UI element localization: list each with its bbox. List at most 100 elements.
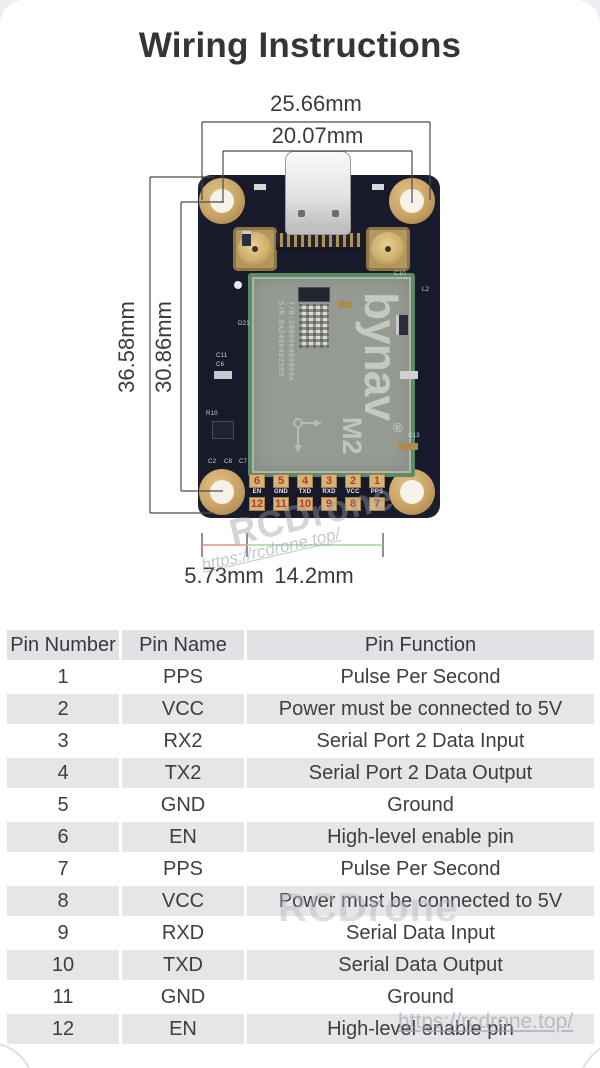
table-row: 10 TXD Serial Data Output bbox=[7, 950, 594, 980]
header-pin-function: Pin Function bbox=[247, 630, 594, 660]
table-row: 11 GND Ground bbox=[7, 982, 591, 1012]
pin-number-cell: 5 bbox=[57, 793, 69, 816]
pad-label-rxd: RXD bbox=[322, 489, 336, 495]
pin-function-cell: Serial Port 2 Data Input bbox=[316, 729, 525, 752]
header-pin-name: Pin Name bbox=[122, 630, 244, 660]
pin-pad-11: 11 bbox=[273, 497, 289, 511]
pin-function-cell: Pulse Per Second bbox=[340, 857, 501, 880]
pin-number-cell: 7 bbox=[57, 857, 69, 880]
pin-pad-4: 4 bbox=[297, 474, 313, 488]
pin-pad-7: 7 bbox=[369, 497, 385, 511]
table-row: 4 TX2 Serial Port 2 Data Output bbox=[7, 758, 594, 788]
pin-pad-10: 10 bbox=[297, 497, 313, 511]
pin-number-cell: 6 bbox=[7, 822, 119, 852]
pin-function-cell: Power must be connected to 5V bbox=[247, 694, 594, 724]
smd-component bbox=[242, 231, 251, 246]
header-pin-number: Pin Number bbox=[7, 630, 119, 660]
pin-number-cell: 11 bbox=[52, 985, 74, 1008]
usb-c-connector bbox=[285, 151, 351, 235]
dim-width-outer: 25.66mm bbox=[270, 91, 362, 116]
pin-name-cell: GND bbox=[160, 793, 206, 816]
pin-pad-2: 2 bbox=[345, 474, 361, 488]
ic-chip bbox=[298, 287, 330, 302]
table-row: 7 PPS Pulse Per Second bbox=[7, 854, 591, 884]
dim-width-inner: 20.07mm bbox=[271, 123, 364, 148]
dim-pin-offset: 5.73mm bbox=[184, 563, 264, 588]
pin-name-cell: VCC bbox=[122, 886, 244, 916]
table-row: 1 PPS Pulse Per Second bbox=[7, 662, 591, 692]
datamatrix-code bbox=[299, 304, 329, 348]
silkscreen-label: C2 bbox=[208, 459, 217, 465]
silkscreen-label: R10 bbox=[206, 411, 218, 417]
silkscreen-label: C11 bbox=[216, 353, 228, 359]
dim-height-outer: 36.58mm bbox=[114, 301, 139, 393]
pad-label-txd: TXD bbox=[298, 489, 312, 495]
pin-function-cell: Serial Port 2 Data Output bbox=[247, 758, 594, 788]
pin-name-cell: TX2 bbox=[122, 758, 244, 788]
page-title: Wiring Instructions bbox=[138, 26, 462, 65]
ic-chip bbox=[212, 421, 234, 439]
antenna-connector-right bbox=[366, 227, 410, 271]
table-row: 3 RX2 Serial Port 2 Data Input bbox=[7, 726, 591, 756]
dim-pin-span: 14.2mm bbox=[274, 563, 354, 588]
pin-number-cell: 4 bbox=[7, 758, 119, 788]
module-brand: bynav® bbox=[355, 292, 407, 434]
pin-number-cell: 3 bbox=[57, 729, 69, 752]
pin-pad-9: 9 bbox=[321, 497, 337, 511]
silkscreen-label: C7 bbox=[239, 459, 248, 465]
smd-component bbox=[398, 443, 418, 450]
table-header-row: Pin Number Pin Name Pin Function bbox=[7, 630, 594, 660]
dim-height-inner: 30.86mm bbox=[151, 301, 176, 393]
via-dot bbox=[234, 281, 242, 289]
pin-number-cell: 1 bbox=[57, 665, 69, 688]
silkscreen-label: L2 bbox=[422, 287, 430, 293]
pin-number-cell: 10 bbox=[7, 950, 119, 980]
pin-pad-12: 12 bbox=[249, 497, 265, 511]
pin-pad-8: 8 bbox=[345, 497, 361, 511]
table-row: 6 EN High-level enable pin bbox=[7, 822, 594, 852]
module-sn: S/N:BA24804025B9 bbox=[277, 301, 285, 377]
pad-label-gnd: GND bbox=[274, 489, 288, 495]
table-row: 9 RXD Serial Data Input bbox=[7, 918, 591, 948]
mounting-hole-top-left bbox=[199, 178, 245, 224]
table-row: 8 VCC Power must be connected to 5V bbox=[7, 886, 594, 916]
registered-mark: ® bbox=[390, 419, 406, 434]
pin-function-cell: High-level enable pin bbox=[247, 822, 594, 852]
pin-function-cell: Serial Data Output bbox=[247, 950, 594, 980]
silkscreen-label: C8 bbox=[224, 459, 233, 465]
pin-number-cell: 9 bbox=[57, 921, 69, 944]
mounting-hole-bottom-left bbox=[199, 469, 245, 515]
table-row: 2 VCC Power must be connected to 5V bbox=[7, 694, 594, 724]
silkscreen-label: D21 bbox=[238, 321, 250, 327]
silkscreen-label: C6 bbox=[216, 362, 225, 368]
pin-name-cell: TXD bbox=[122, 950, 244, 980]
pin-pad-3: 3 bbox=[321, 474, 337, 488]
pin-function-cell: Serial Data Input bbox=[346, 921, 495, 944]
pin-function-cell: High-level enable pin bbox=[247, 1014, 594, 1044]
pin-function-cell: Ground bbox=[387, 985, 454, 1008]
table-row: 12 EN High-level enable pin bbox=[7, 1014, 594, 1044]
pin-pad-6: 6 bbox=[249, 474, 265, 488]
pin-number-cell: 2 bbox=[7, 694, 119, 724]
pin-name-cell: VCC bbox=[122, 694, 244, 724]
pin-function-cell: Pulse Per Second bbox=[340, 665, 501, 688]
table-row: 5 GND Ground bbox=[7, 790, 591, 820]
smd-component bbox=[254, 184, 266, 190]
pin-table: Pin Number Pin Name Pin Function 1 PPS P… bbox=[7, 630, 594, 1046]
antenna-connector-left bbox=[233, 227, 277, 271]
pcb-board: T/N:2000000B8000A S/N:BA24804025B9 bynav… bbox=[198, 151, 440, 518]
smd-component bbox=[338, 301, 352, 308]
usb-connector-pins bbox=[276, 233, 360, 250]
pad-label-pps: PPS bbox=[370, 489, 384, 495]
silkscreen-label: C13 bbox=[408, 433, 420, 439]
smd-component bbox=[396, 315, 408, 335]
pin-function-cell: Power must be connected to 5V bbox=[247, 886, 594, 916]
pin-pad-1: 1 bbox=[369, 474, 385, 488]
pin-name-cell: RXD bbox=[161, 921, 205, 944]
smd-component bbox=[214, 371, 232, 379]
gnss-module: T/N:2000000B8000A S/N:BA24804025B9 bynav… bbox=[248, 273, 415, 477]
pad-label-vcc: VCC bbox=[346, 489, 360, 495]
mounting-hole-top-right bbox=[389, 178, 435, 224]
silkscreen-label: C10 bbox=[394, 271, 406, 277]
